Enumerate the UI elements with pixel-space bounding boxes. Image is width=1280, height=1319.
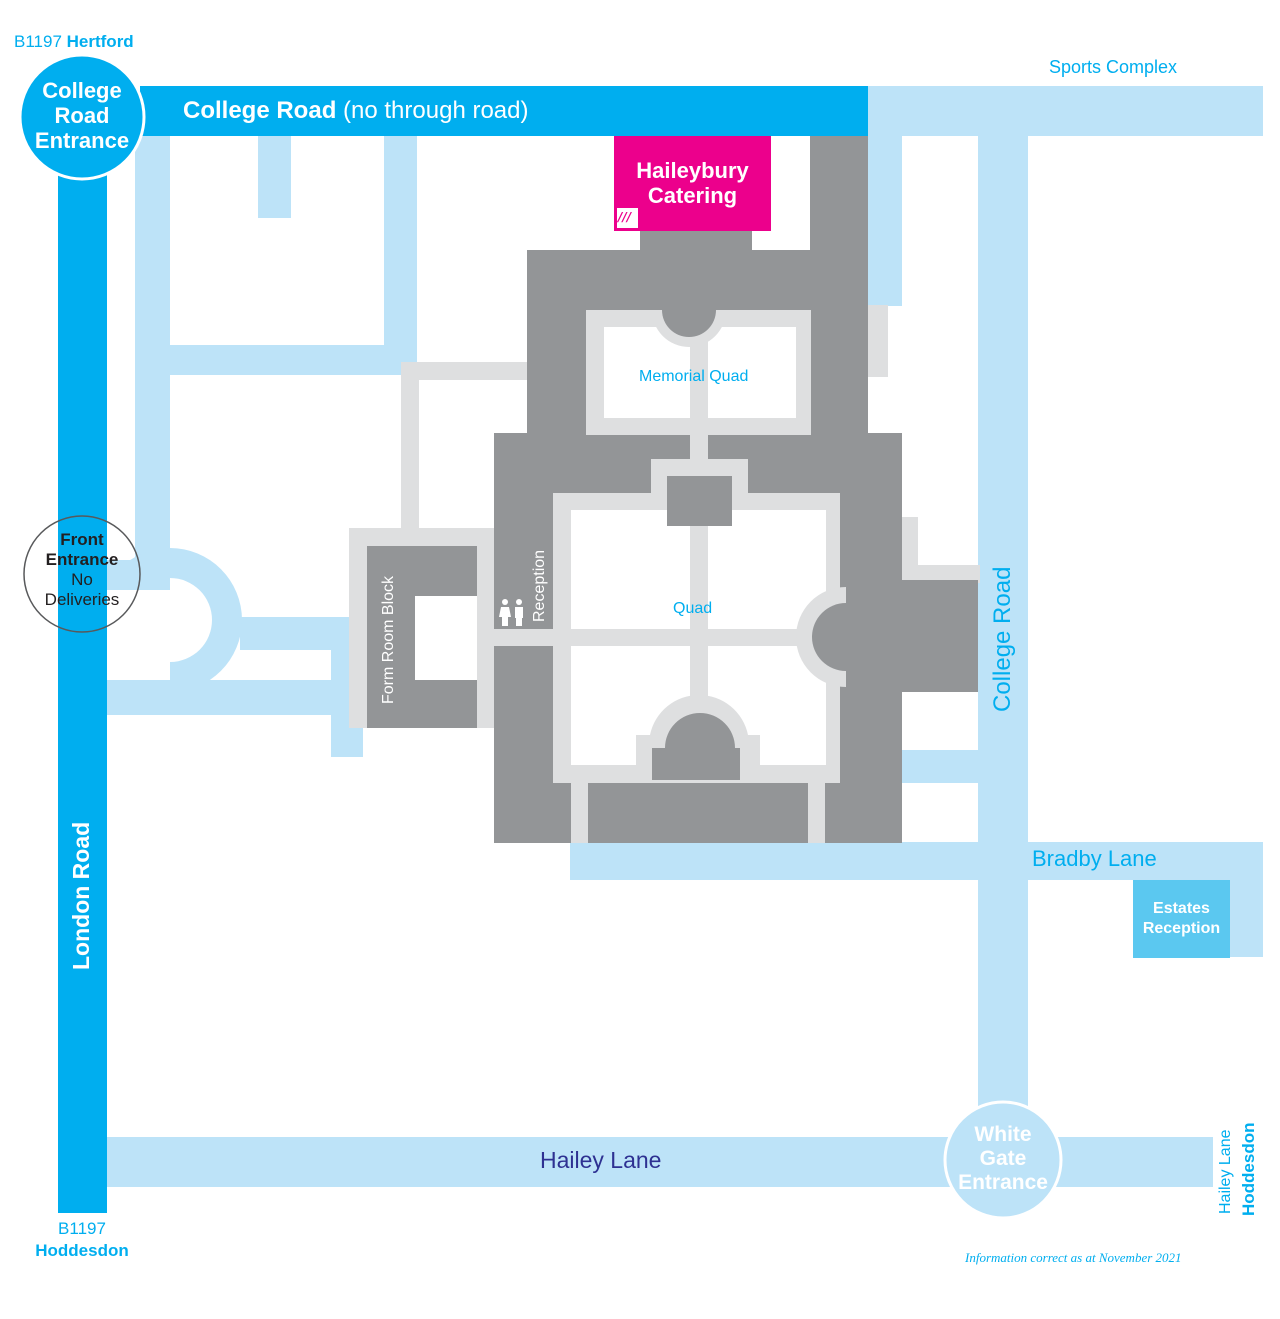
london-road-label: London Road [68,821,94,970]
bottom-right-road: Hailey Lane [1217,1129,1234,1215]
catering-label: Haileybury Catering [614,158,771,208]
front-entrance[interactable]: Front Entrance No Deliveries [24,530,140,610]
white-gate-line2: Gate [979,1147,1027,1170]
college-road-entrance-line1: College [42,78,122,103]
main-roads [58,86,868,1213]
college-road-entrance-line2: Road [54,103,110,128]
top-left-road: B1197 Hertford [14,33,134,50]
college-road-right-label: College Road [989,566,1016,712]
college-road-entrance[interactable]: College Road Entrance [20,78,144,153]
quad-area [494,432,846,843]
college-road-top-name: College Road [183,97,337,124]
top-left-road-code: B1197 [14,32,62,51]
top-left-town: Hertford [66,32,134,51]
catering-line2: Catering [647,183,738,208]
footnote: Information correct as at November 2021 [965,1250,1182,1265]
bottom-right-town: Hoddesdon [1239,1122,1258,1217]
reception-label: Reception [531,549,548,622]
white-gate-entrance[interactable]: White Gate Entrance [945,1123,1061,1195]
estates-reception[interactable]: Estates Reception [1133,880,1230,958]
white-gate-line1: White [974,1123,1032,1146]
front-entrance-line4: Deliveries [44,590,120,609]
bradby-lane-label: Bradby Lane [1032,846,1157,871]
bottom-left-town: Hoddesdon [35,1241,129,1260]
catering-line1: Haileybury [636,158,749,183]
front-entrance-line1: Front [60,530,104,549]
white-gate-line3: Entrance [958,1171,1048,1194]
college-road-top-label: College Road (no through road) [183,99,528,123]
bottom-left-road: B1197 Hoddesdon [14,1218,150,1262]
entrance-circles [18,53,1063,1220]
catering-logo-icon: /// [618,210,632,224]
bottom-left-road-code: B1197 [58,1219,106,1238]
quad-label: Quad [673,600,713,617]
college-road-top-note: (no through road) [343,97,529,124]
college-road-entrance-line3: Entrance [34,128,130,153]
estates-reception-line1: Estates [1153,900,1210,917]
estates-reception-line2: Reception [1142,920,1221,937]
toilets-icon [499,599,523,626]
memorial-quad-label: Memorial Quad [639,368,749,385]
catering-building [614,136,771,231]
form-room-block-label: Form Room Block [380,575,397,704]
sports-complex-label: Sports Complex [1049,57,1178,77]
front-entrance-line3: No [71,570,93,589]
memorial-quad-area [586,310,811,435]
hailey-lane-label: Hailey Lane [540,1147,662,1173]
front-entrance-line2: Entrance [45,550,119,569]
